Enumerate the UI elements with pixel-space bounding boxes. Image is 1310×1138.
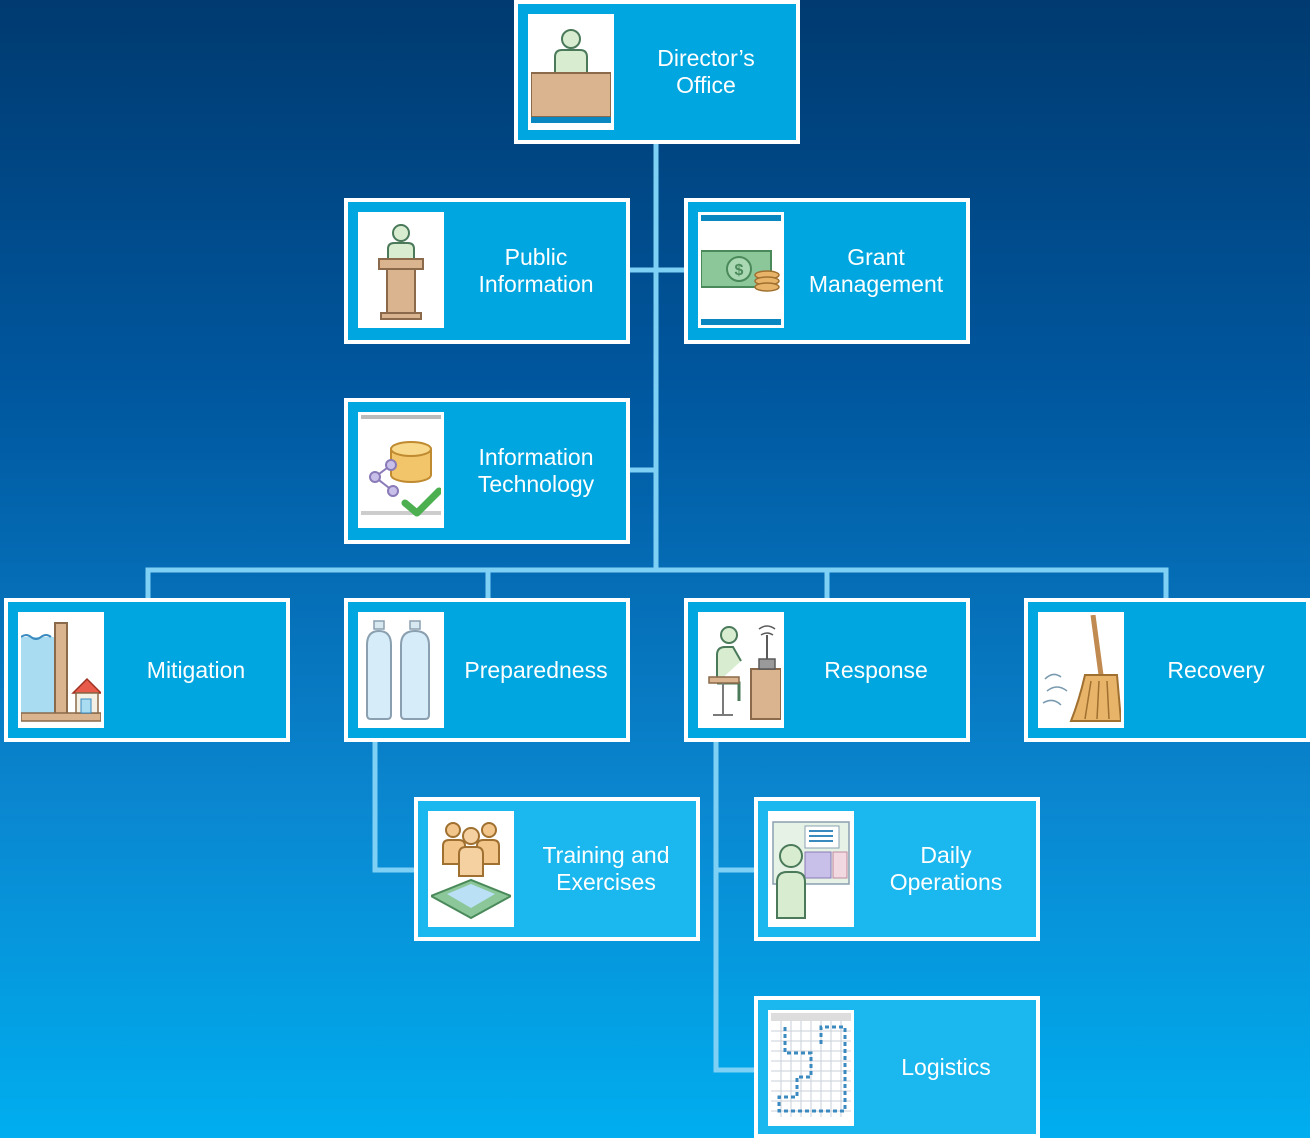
dispatcher-radio-icon	[698, 612, 784, 728]
group-map-icon	[428, 811, 514, 927]
node-label: Information Technology	[477, 444, 595, 497]
node-label: Mitigation	[146, 656, 246, 683]
money-bill-coins-icon: $	[698, 212, 784, 328]
node-label: Public Information	[478, 244, 594, 297]
node-label: Logistics	[901, 1053, 991, 1080]
node-directors-office[interactable]: Director’s Office	[514, 0, 800, 144]
node-response[interactable]: Response	[684, 598, 970, 742]
node-mitigation[interactable]: Mitigation	[4, 598, 290, 742]
svg-text:$: $	[735, 262, 744, 279]
node-label: Director’s Office	[657, 45, 755, 98]
node-information-technology[interactable]: Information Technology	[344, 398, 630, 544]
node-daily-operations[interactable]: Daily Operations	[754, 797, 1040, 941]
podium-speaker-icon	[358, 212, 444, 328]
node-label: Training and Exercises	[542, 842, 670, 895]
levee-house-icon	[18, 612, 104, 728]
node-label: Daily Operations	[889, 842, 1003, 895]
node-label: Grant Management	[808, 244, 944, 297]
node-label: Recovery	[1167, 656, 1265, 683]
node-public-information[interactable]: Public Information	[344, 198, 630, 344]
database-share-check-icon	[358, 412, 444, 528]
node-grant-management[interactable]: $ Grant Management	[684, 198, 970, 344]
grid-route-icon	[768, 1010, 854, 1126]
node-training-and-exercises[interactable]: Training and Exercises	[414, 797, 700, 941]
person-at-desk-icon	[528, 14, 614, 130]
operations-dashboard-icon	[768, 811, 854, 927]
node-preparedness[interactable]: Preparedness	[344, 598, 630, 742]
node-logistics[interactable]: Logistics	[754, 996, 1040, 1138]
node-label: Response	[824, 656, 928, 683]
node-label: Preparedness	[464, 656, 608, 683]
connector-training-and-exercises	[372, 739, 419, 873]
water-bottles-icon	[358, 612, 444, 728]
broom-icon	[1038, 612, 1124, 728]
node-recovery[interactable]: Recovery	[1024, 598, 1310, 742]
